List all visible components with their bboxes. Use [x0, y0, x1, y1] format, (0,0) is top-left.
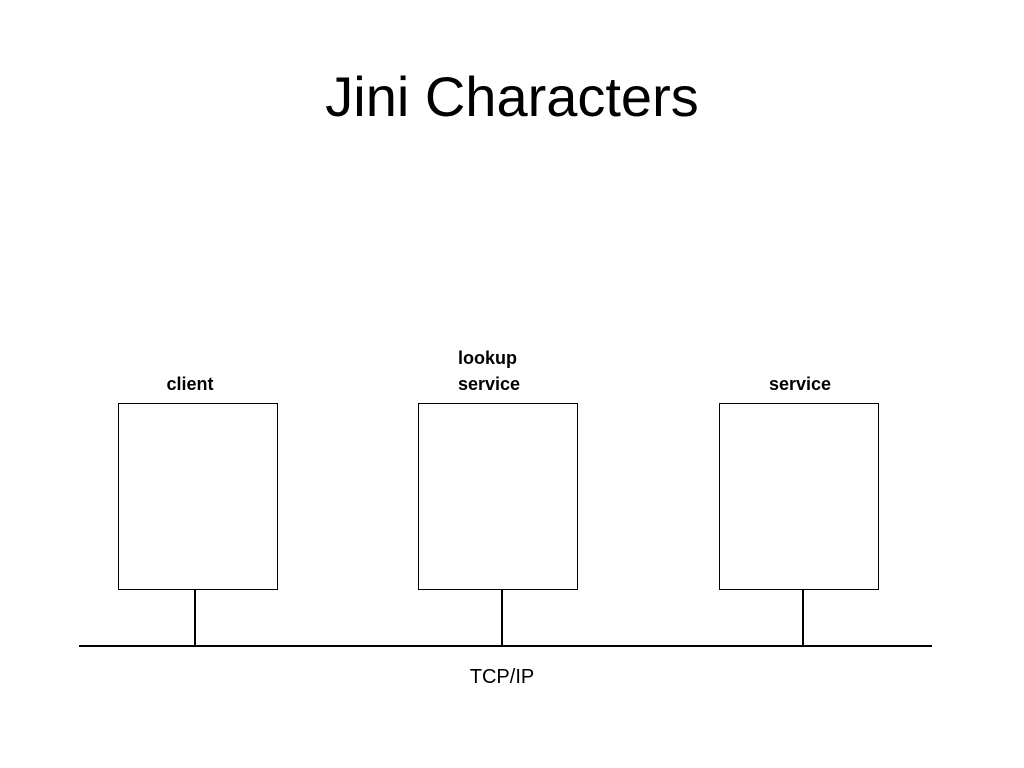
lookup-service-label-line1: lookup: [458, 348, 517, 368]
service-connector: [802, 590, 804, 646]
client-label: client: [166, 374, 214, 394]
lookup-service-box: [418, 403, 578, 590]
lookup-service-label-line2: service: [458, 374, 521, 394]
lookup-service-label: lookup service: [458, 345, 618, 397]
slide-title: Jini Characters: [325, 65, 699, 128]
lookup-service-connector: [501, 590, 503, 646]
client-box: [118, 403, 278, 590]
network-label: TCP/IP: [469, 666, 535, 688]
service-label: service: [768, 374, 832, 394]
network-bus-line: [79, 645, 932, 647]
service-box: [719, 403, 879, 590]
client-connector: [194, 590, 196, 646]
